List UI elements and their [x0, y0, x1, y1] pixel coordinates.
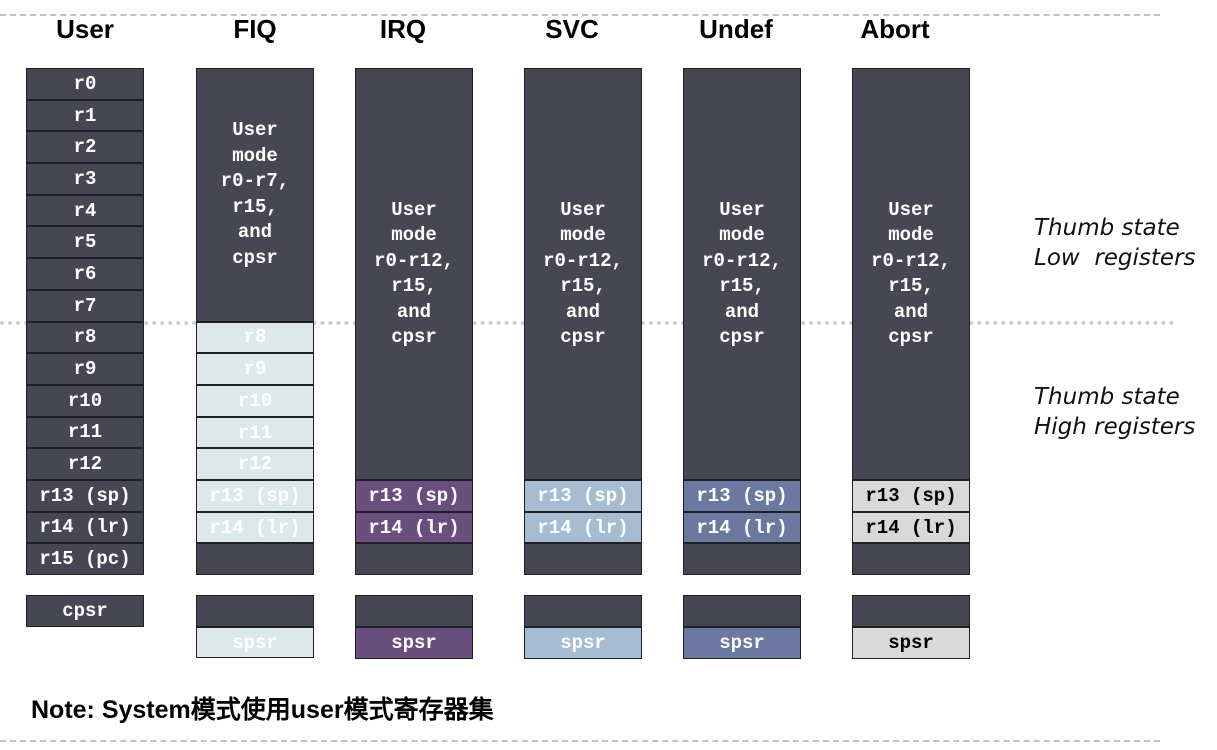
header-irq: IRQ [379, 14, 427, 44]
fiq-spsr: spsr [196, 626, 314, 659]
undef-cpsr-empty [683, 595, 801, 627]
user-reg-r12: r12 [26, 448, 144, 480]
svc-spsr: spsr [524, 626, 642, 659]
header-abort: Abort [860, 14, 930, 44]
user-reg-r4: r4 [26, 194, 144, 227]
svc-shared-label: User mode r0-r12, r15, and cpsr [543, 198, 623, 349]
user-reg-r0: r0 [26, 68, 144, 100]
user-reg-r2: r2 [26, 131, 144, 164]
user-reg-r7: r7 [26, 289, 144, 322]
abort-register-column: User mode r0-r12, r15, and cpsr r13 (sp)… [852, 68, 970, 659]
undef-reg-r14: r14 (lr) [683, 511, 801, 544]
top-divider [0, 14, 1160, 16]
user-reg-r8: r8 [26, 321, 144, 354]
fiq-reg-r10: r10 [196, 384, 314, 417]
irq-reg-r13: r13 (sp) [355, 480, 473, 512]
svc-reg-r13: r13 (sp) [524, 480, 642, 512]
fiq-reg-r14: r14 (lr) [196, 511, 314, 544]
user-reg-r3: r3 [26, 163, 144, 195]
fiq-reg-r11: r11 [196, 416, 314, 449]
header-fiq: FIQ [233, 14, 277, 44]
irq-shared-label: User mode r0-r12, r15, and cpsr [374, 198, 454, 349]
user-reg-r13: r13 (sp) [26, 479, 144, 512]
abort-reg-r13: r13 (sp) [852, 480, 970, 512]
undef-reg-r15-empty [683, 543, 801, 576]
irq-reg-r15-empty [355, 543, 473, 576]
fiq-shared-registers: User mode r0-r7, r15, and cpsr [196, 68, 314, 322]
svc-register-column: User mode r0-r12, r15, and cpsr r13 (sp)… [524, 68, 642, 659]
fiq-reg-r15-empty [196, 543, 314, 576]
undef-shared-label: User mode r0-r12, r15, and cpsr [702, 198, 782, 349]
user-reg-r9: r9 [26, 353, 144, 385]
fiq-reg-r13: r13 (sp) [196, 480, 314, 512]
undef-register-column: User mode r0-r12, r15, and cpsr r13 (sp)… [683, 68, 801, 659]
svc-cpsr-empty [524, 595, 642, 627]
thumb-low-registers-label: Thumb state Low registers [1034, 215, 1196, 271]
undef-spsr: spsr [683, 626, 801, 659]
abort-reg-r15-empty [852, 543, 970, 576]
bottom-divider [0, 740, 1160, 742]
header-user: User [56, 14, 114, 44]
svc-shared-registers: User mode r0-r12, r15, and cpsr [524, 68, 642, 481]
header-undef: Undef [699, 14, 773, 44]
fiq-register-column: User mode r0-r7, r15, and cpsr r8 r9 r10… [196, 68, 314, 659]
header-svc: SVC [545, 14, 599, 44]
fiq-reg-r8: r8 [196, 321, 314, 354]
irq-reg-r14: r14 (lr) [355, 511, 473, 544]
user-reg-r10: r10 [26, 384, 144, 417]
abort-spsr: spsr [852, 626, 970, 659]
user-reg-r5: r5 [26, 226, 144, 259]
abort-reg-r14: r14 (lr) [852, 511, 970, 544]
system-mode-note: Note: System模式使用user模式寄存器集 [31, 696, 494, 724]
fiq-reg-r9: r9 [196, 353, 314, 385]
user-reg-r6: r6 [26, 258, 144, 290]
thumb-high-registers-label: Thumb state High registers [1034, 384, 1196, 440]
user-cpsr: cpsr [26, 595, 144, 627]
user-reg-r11: r11 [26, 416, 144, 449]
svc-reg-r15-empty [524, 543, 642, 576]
undef-shared-registers: User mode r0-r12, r15, and cpsr [683, 68, 801, 481]
fiq-shared-label: User mode r0-r7, r15, and cpsr [220, 119, 290, 269]
abort-shared-registers: User mode r0-r12, r15, and cpsr [852, 68, 970, 481]
user-reg-r15: r15 (pc) [26, 543, 144, 575]
abort-shared-label: User mode r0-r12, r15, and cpsr [871, 198, 951, 349]
user-reg-r1: r1 [26, 99, 144, 132]
undef-reg-r13: r13 (sp) [683, 480, 801, 512]
user-reg-r14: r14 (lr) [26, 511, 144, 544]
irq-shared-registers: User mode r0-r12, r15, and cpsr [355, 68, 473, 481]
abort-cpsr-empty [852, 595, 970, 627]
irq-spsr: spsr [355, 626, 473, 659]
svc-reg-r14: r14 (lr) [524, 511, 642, 544]
fiq-reg-r12: r12 [196, 448, 314, 481]
irq-register-column: User mode r0-r12, r15, and cpsr r13 (sp)… [355, 68, 473, 659]
fiq-cpsr-empty [196, 595, 314, 627]
user-register-column: r0 r1 r2 r3 r4 r5 r6 r7 r8 r9 r10 r11 r1… [26, 68, 144, 627]
irq-cpsr-empty [355, 595, 473, 627]
